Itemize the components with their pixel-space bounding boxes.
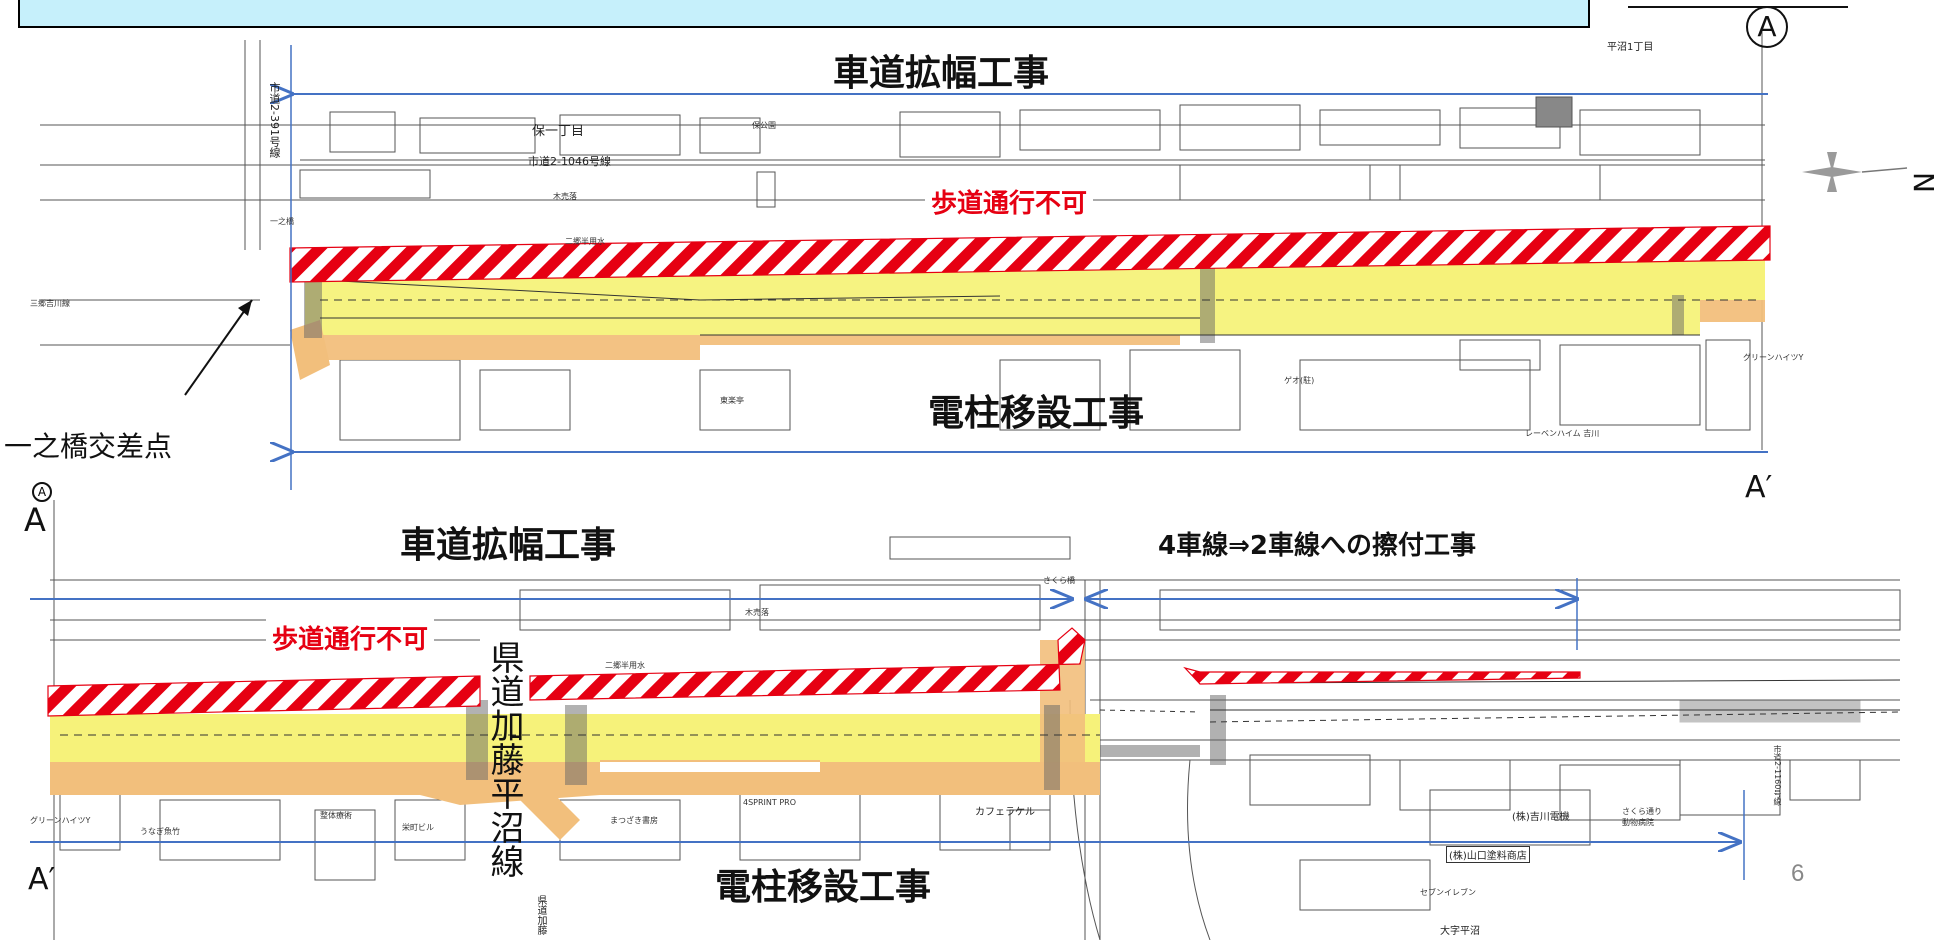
header-banner xyxy=(18,0,1590,28)
taper-strip xyxy=(1183,666,1581,685)
print-shop-label: 4SPRINT PRO xyxy=(743,798,797,807)
road-1160-label: 市道2-1160号線 xyxy=(1773,745,1782,806)
sidewalk-closed-strip-b1 xyxy=(47,675,481,717)
cafe-label: カフェラケル xyxy=(975,807,1035,818)
prefectural-road-small-label: 県道加藤 xyxy=(535,895,546,935)
sidewalk-area-b xyxy=(50,762,600,805)
yamaguchi-label: (株)山口塗料商店 xyxy=(1446,846,1530,863)
matsuzaki-label: まつざき書房 xyxy=(610,816,658,825)
pole-relocation-title: 電柱移設工事 xyxy=(928,393,1145,434)
section-marker-a-prime-top: A′ xyxy=(1745,470,1773,505)
bottom-plan xyxy=(30,500,1901,940)
sidewalk-closed-label-b: 歩道通行不可 xyxy=(266,619,435,656)
page-number: 6 xyxy=(1791,860,1805,887)
compass-icon: N xyxy=(1802,152,1940,193)
eimachi-label: 栄町ビル xyxy=(402,823,434,832)
kimetsuki-label: 木売落 xyxy=(553,192,577,201)
section-marker-a-prime-bottom: A′ xyxy=(28,862,56,897)
nigo-canal-label-b: 二郷半用水 xyxy=(605,661,645,670)
leben-label: レーベンハイム 吉川 xyxy=(1525,429,1600,438)
sidewalk-closed-label: 歩道通行不可 xyxy=(925,183,1094,220)
yoshikawa-denki-label: (株)吉川電機 xyxy=(1512,812,1570,823)
top-plan xyxy=(40,30,1771,490)
misato-river-label: 三郷吉川線 xyxy=(30,299,70,308)
sidewalk-area xyxy=(305,300,1765,360)
north-area-label: 平沼1丁目 xyxy=(1607,42,1654,53)
sakura-hospital-label: さくら通り 動物病院 xyxy=(1622,807,1662,827)
oaza-label: 大字平沼 xyxy=(1440,926,1480,937)
green-heights-label: グリーンハイツY xyxy=(1743,353,1804,362)
ho-1chome-label: 保一丁目 xyxy=(532,124,585,139)
header-line xyxy=(1628,0,1848,8)
green-heights-label-b: グリーンハイツY xyxy=(30,816,91,825)
prefectural-road-label: 県道加藤平沼線 xyxy=(484,640,524,878)
seven-eleven-label: セブンイレブン xyxy=(1420,888,1476,897)
sakura-bridge-label: さくら橋 xyxy=(1043,576,1075,585)
taper-title: 4車線⇒2車線への擦付工事 xyxy=(1158,531,1476,561)
roadway-widening-title-b: 車道拡幅工事 xyxy=(400,525,617,566)
road-1046-label: 市道2-1046号線 xyxy=(528,155,611,168)
nigo-canal-label: 二郷半用水 xyxy=(565,237,605,246)
svg-text:N: N xyxy=(1907,172,1940,193)
kimetsuki-label-b: 木売落 xyxy=(745,608,769,617)
roadway-widening-title: 車道拡幅工事 xyxy=(833,53,1050,94)
section-marker-a-bottom: A A xyxy=(24,481,52,538)
park-label: 保公園 xyxy=(752,121,776,130)
seitai-label: 整体療術 xyxy=(320,811,352,820)
roadway-area xyxy=(305,258,1700,335)
sidewalk-closed-strip xyxy=(289,225,1771,283)
section-marker-a-top: A xyxy=(1746,6,1788,48)
tokyo-stn-label: 東楽亭 xyxy=(720,396,744,405)
sidewalk-closed-strip-b2 xyxy=(529,627,1086,701)
intersection-label: 一之橋交差点 xyxy=(4,430,173,463)
unagi-label: うなぎ魚竹 xyxy=(140,827,180,836)
road-2391-label: 市道2-391号線 xyxy=(268,82,281,158)
ichino-bridge-label: 一之橋 xyxy=(270,217,294,226)
pole-relocation-title-b: 電柱移設工事 xyxy=(715,867,932,908)
geo-label: ゲオ(駐) xyxy=(1284,376,1315,385)
